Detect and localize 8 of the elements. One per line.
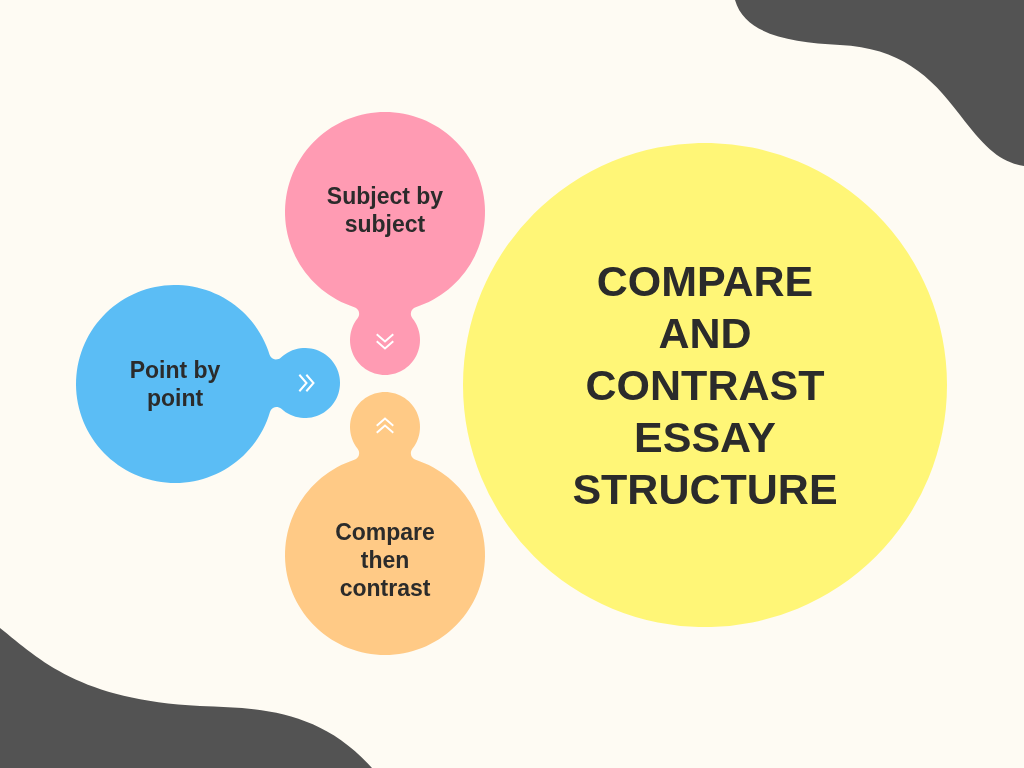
title-text: COMPARE AND CONTRAST ESSAY STRUCTURE: [571, 256, 839, 515]
circle-with-knob-shape: [76, 285, 340, 483]
circle-shape: [463, 143, 947, 627]
circle-with-knob-shape: [285, 392, 485, 655]
node-label: Subject by subject: [325, 182, 445, 238]
circle-with-knob-shape: [285, 112, 485, 375]
node-label: Compare then contrast: [334, 518, 436, 602]
node-label: Point by point: [128, 356, 222, 412]
